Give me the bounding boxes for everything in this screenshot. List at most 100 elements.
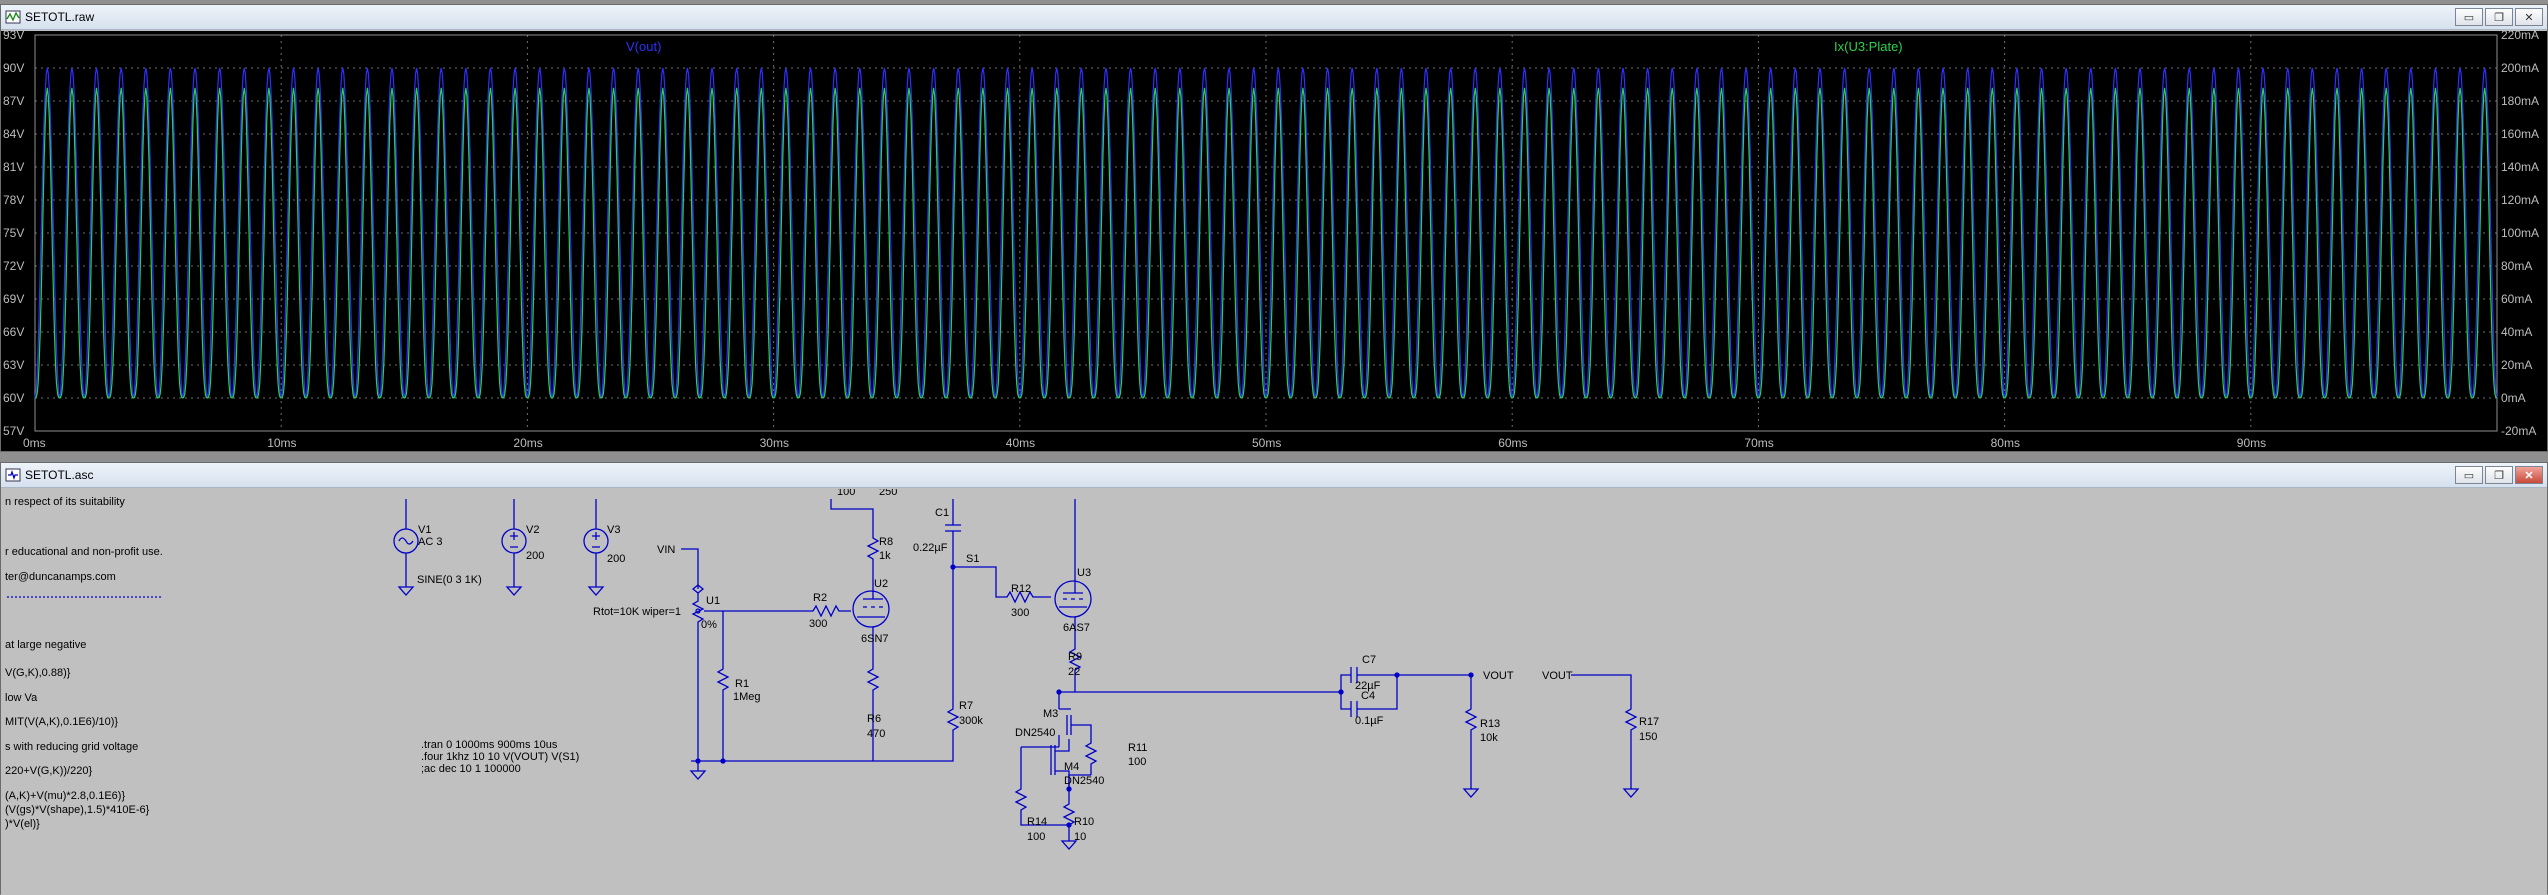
schematic-window: SETOTL.asc ▭ ❐ ✕ — [0, 462, 2548, 895]
note-line: s with reducing grid voltage — [5, 741, 138, 753]
waveform-titlebar[interactable]: SETOTL.raw ▭ ❐ ✕ — [1, 5, 2547, 30]
r13-label[interactable]: R13 — [1480, 718, 1500, 730]
vout-net-label[interactable]: VOUT — [1483, 670, 1514, 682]
y-left-tick: 72V — [3, 259, 24, 273]
r8-value: 1k — [879, 550, 891, 562]
restore-button[interactable]: ❐ — [2485, 8, 2513, 26]
s1-label[interactable]: S1 — [966, 553, 979, 565]
c7-value: 22µF — [1355, 680, 1381, 692]
u1-percent: 0% — [701, 619, 717, 631]
v3-label[interactable]: V3 — [607, 524, 620, 536]
v2-value: 200 — [526, 550, 544, 562]
note-line: MIT(V(A,K),0.1E6)/10)} — [5, 716, 118, 728]
u1-spec: Rtot=10K wiper=1 — [593, 606, 681, 618]
close-button[interactable]: ✕ — [2515, 8, 2543, 26]
y-right-tick: 200mA — [2501, 61, 2539, 75]
r2-value: 300 — [809, 618, 827, 630]
spice-directive[interactable]: .tran 0 1000ms 900ms 10us — [421, 739, 558, 751]
x-tick: 90ms — [2237, 436, 2266, 450]
restore-button[interactable]: ❐ — [2485, 466, 2513, 484]
y-left-tick: 57V — [3, 424, 24, 438]
r11-label[interactable]: R11 — [1128, 742, 1147, 754]
x-tick: 60ms — [1498, 436, 1527, 450]
minimize-button[interactable]: ▭ — [2455, 466, 2483, 484]
u2-label[interactable]: U2 — [874, 578, 888, 590]
r8-label[interactable]: R8 — [879, 536, 893, 548]
m4-value: DN2540 — [1064, 775, 1104, 787]
y-right-tick: -20mA — [2501, 424, 2536, 438]
r7-label[interactable]: R7 — [959, 700, 973, 712]
trace-right[interactable] — [34, 87, 2498, 399]
note-line: r educational and non-profit use. — [5, 546, 163, 558]
m4-label[interactable]: M4 — [1064, 761, 1079, 773]
y-right-tick: 80mA — [2501, 259, 2532, 273]
r17-value: 150 — [1639, 731, 1657, 743]
r17-label[interactable]: R17 — [1639, 716, 1659, 728]
c7-label[interactable]: C7 — [1362, 654, 1376, 666]
plot-frame — [34, 34, 2498, 432]
r7-value: 300k — [959, 715, 983, 727]
y-left-tick: 84V — [3, 127, 24, 141]
r6-label[interactable]: R6 — [867, 713, 881, 725]
u3-label[interactable]: U3 — [1077, 567, 1091, 579]
r1-label[interactable]: R1 — [735, 678, 749, 690]
y-left-tick: 60V — [3, 391, 24, 405]
c1-label[interactable]: C1 — [935, 507, 949, 519]
x-tick: 20ms — [513, 436, 542, 450]
trace-name-right[interactable]: Ix(U3:Plate) — [1834, 39, 1903, 54]
x-tick: 80ms — [1991, 436, 2020, 450]
note-line: (A,K)+V(mu)*2.8,0.1E6)} — [5, 790, 125, 802]
c1-value: 0.22µF — [913, 542, 948, 554]
c4-label[interactable]: C4 — [1361, 690, 1375, 702]
y-left-tick: 75V — [3, 226, 24, 240]
r12-label[interactable]: R12 — [1011, 583, 1031, 595]
vin-label[interactable]: VIN — [657, 544, 675, 556]
schematic-titlebar[interactable]: SETOTL.asc ▭ ❐ ✕ — [1, 463, 2547, 488]
v1-label[interactable]: V1 — [418, 524, 431, 536]
y-right-tick: 60mA — [2501, 292, 2532, 306]
y-right-tick: 100mA — [2501, 226, 2539, 240]
y-left-tick: 87V — [3, 94, 24, 108]
y-right-tick: 220mA — [2501, 31, 2539, 42]
note-line: (V(gs)*V(shape),1.5)*410E-6} — [5, 804, 150, 816]
r12-value: 300 — [1011, 607, 1029, 619]
m3-label[interactable]: M3 — [1043, 708, 1058, 720]
schematic-canvas[interactable]: n respect of its suitability r education… — [1, 489, 2547, 895]
r11-value: 100 — [1128, 756, 1146, 768]
vout-net-label[interactable]: VOUT — [1542, 670, 1573, 682]
x-tick: 10ms — [267, 436, 296, 450]
trace-name-left[interactable]: V(out) — [626, 39, 661, 54]
r13-value: 10k — [1480, 732, 1498, 744]
x-tick: 30ms — [760, 436, 789, 450]
r10-label[interactable]: R10 — [1074, 816, 1094, 828]
minimize-button[interactable]: ▭ — [2455, 8, 2483, 26]
y-right-tick: 20mA — [2501, 358, 2532, 372]
top-value-250: 250 — [879, 489, 897, 498]
r9-label[interactable]: R9 — [1068, 651, 1082, 663]
close-button[interactable]: ✕ — [2515, 466, 2543, 484]
r14-label[interactable]: R14 — [1027, 816, 1047, 828]
v2-label[interactable]: V2 — [526, 524, 539, 536]
x-tick: 70ms — [1744, 436, 1773, 450]
u1-label[interactable]: U1 — [706, 595, 720, 607]
v3-value: 200 — [607, 553, 625, 565]
y-left-tick: 78V — [3, 193, 24, 207]
r10-value: 10 — [1074, 831, 1086, 843]
spice-directive[interactable]: .four 1khz 10 10 V(VOUT) V(S1) — [421, 751, 579, 763]
r2-label[interactable]: R2 — [813, 592, 827, 604]
v1-ac: AC 3 — [418, 536, 442, 548]
y-right-tick: 160mA — [2501, 127, 2539, 141]
y-right-tick: 40mA — [2501, 325, 2532, 339]
note-line: 220+V(G,K))/220} — [5, 765, 92, 777]
y-right-tick: 120mA — [2501, 193, 2539, 207]
x-tick: 40ms — [1006, 436, 1035, 450]
y-left-tick: 66V — [3, 325, 24, 339]
note-line: low Va — [5, 692, 38, 704]
waveform-app-icon — [5, 10, 21, 24]
y-right-tick: 180mA — [2501, 94, 2539, 108]
y-left-tick: 81V — [3, 160, 24, 174]
spice-directive[interactable]: ;ac dec 10 1 100000 — [421, 763, 521, 775]
top-value-100: 100 — [837, 489, 855, 498]
